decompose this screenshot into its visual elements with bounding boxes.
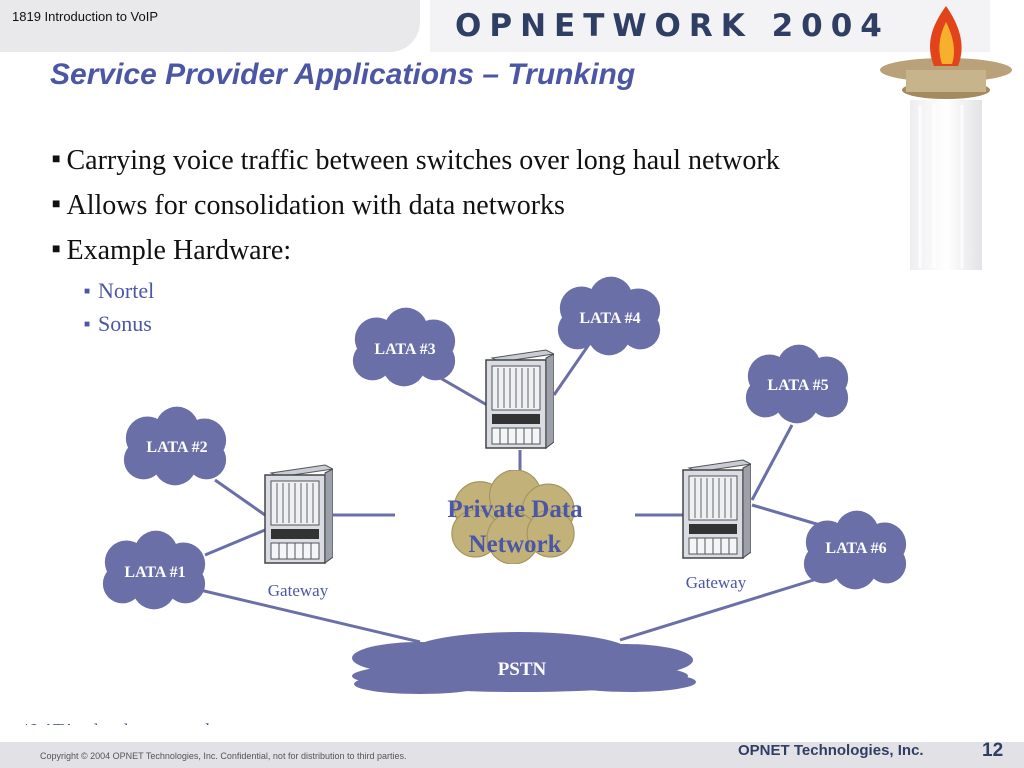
square-bullet-icon: ■: [84, 286, 91, 297]
sub-bullet-item: ■ Nortel: [84, 278, 154, 304]
sub-bullet-text: Nortel: [98, 278, 155, 303]
square-bullet-icon: ■: [52, 197, 61, 212]
footer-notch: [0, 725, 720, 742]
gateway-label: Gateway: [686, 573, 747, 592]
link-lata4-switch: [552, 339, 594, 396]
lata-label: LATA #6: [825, 540, 886, 557]
core-switch-icon: [485, 349, 554, 449]
sub-bullet-item: ■ Sonus: [84, 311, 152, 337]
link-lata1-gateway: [204, 528, 266, 557]
lata-label: LATA #3: [374, 341, 435, 358]
link-gateway-lata6: [751, 503, 821, 527]
network-links: [199, 339, 821, 644]
lata-label: LATA #2: [146, 439, 207, 456]
bullet-text: Carrying voice traffic between switches …: [66, 145, 780, 176]
private-network-label: Network: [468, 531, 561, 558]
gateway-switch-icon: [264, 464, 333, 564]
company-name: OPNET Technologies, Inc.: [738, 742, 924, 759]
lata-label: LATA #4: [579, 310, 640, 327]
lata-label: LATA #1: [124, 564, 185, 581]
bullet-item: ■ Carrying voice traffic between switche…: [52, 145, 780, 177]
link-lata2-gateway: [214, 478, 266, 517]
torch-logo: [880, 6, 1012, 270]
private-network-label: Private Data: [447, 496, 583, 523]
header-course-tab: [0, 0, 420, 52]
link-lata1-pstn: [199, 588, 421, 644]
conference-banner-title: OPNETWORK 2004: [455, 8, 890, 44]
lata-label: LATA #5: [767, 377, 828, 394]
square-bullet-icon: ■: [52, 152, 61, 167]
bullet-text: Allows for consolidation with data netwo…: [66, 190, 565, 221]
gateway-label: Gateway: [268, 581, 329, 600]
square-bullet-icon: ■: [84, 319, 91, 330]
footer-bar: [0, 742, 1024, 768]
pstn-label: PSTN: [498, 659, 547, 680]
sub-bullet-text: Sonus: [98, 311, 152, 336]
pstn-cloud: [352, 632, 696, 694]
bullet-item: ■ Example Hardware:: [52, 235, 291, 267]
copyright-notice: Copyright © 2004 OPNET Technologies, Inc…: [40, 751, 407, 761]
course-label: 1819 Introduction to VoIP: [12, 9, 158, 24]
bullet-item: ■ Allows for consolidation with data net…: [52, 190, 565, 222]
conference-banner: [430, 0, 990, 52]
link-lata6-pstn: [619, 576, 821, 642]
page-number: 12: [982, 740, 1004, 761]
bullet-text: Example Hardware:: [66, 235, 292, 266]
link-lata5-gateway: [750, 424, 794, 501]
slide-title: Service Provider Applications – Trunking: [50, 58, 636, 91]
square-bullet-icon: ■: [52, 242, 61, 257]
gateway-switch-icon: [682, 459, 751, 559]
trunking-network-diagram: LATA #4 LATA #3 LATA #5 LATA #2 LATA #1 …: [102, 276, 907, 694]
